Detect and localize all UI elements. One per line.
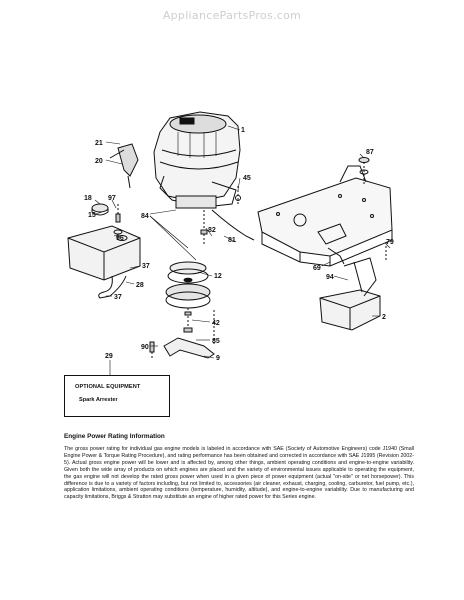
callout-label: 18: [84, 195, 92, 202]
screws: [113, 157, 387, 360]
callout-label: 96: [116, 235, 124, 242]
callout-label: 84: [141, 213, 149, 220]
callout-label: 90: [141, 344, 149, 351]
callout-label: 28: [136, 282, 144, 289]
chassis-frame: [257, 165, 393, 267]
callout-label: 82: [208, 227, 216, 234]
callout-label: 97: [108, 195, 116, 202]
engine-info-body: The gross power rating for individual ga…: [64, 446, 414, 501]
watermark-text: AppliancePartsPros.com: [162, 9, 302, 22]
callout-label: 15: [88, 212, 96, 219]
engine-info-section: Engine Power Rating Information The gros…: [64, 433, 414, 501]
bolt-stack: [183, 308, 193, 333]
leader-lines: [94, 125, 391, 376]
fuel-line: [98, 275, 127, 299]
callout-label: 37: [142, 263, 150, 270]
callout-label: 21: [95, 140, 103, 147]
optional-equipment-title: OPTIONAL EQUIPMENT: [75, 384, 141, 390]
callout-label: 37: [114, 294, 122, 301]
pulley: [165, 261, 211, 309]
callout-label: 20: [95, 158, 103, 165]
muffler: [319, 257, 381, 331]
callout-label: 85: [212, 338, 220, 345]
fuel-tank: [67, 203, 141, 281]
callout-label: 45: [243, 175, 251, 182]
callout-label: 2: [382, 314, 386, 321]
callout-label: 87: [366, 149, 374, 156]
callout-label: 1: [241, 127, 245, 134]
engine-info-title: Engine Power Rating Information: [64, 433, 165, 440]
callout-label: 94: [326, 274, 334, 281]
throttle-control: [109, 143, 139, 189]
callout-label: 12: [214, 273, 222, 280]
callout-label: 81: [228, 237, 236, 244]
optional-equipment-box: OPTIONAL EQUIPMENT Spark Arrester: [64, 375, 170, 417]
callout-label: 69: [313, 265, 321, 272]
callout-label: 79: [386, 239, 394, 246]
optional-equipment-item: Spark Arrester: [79, 397, 118, 403]
callout-label: 29: [105, 353, 113, 360]
bracket: [163, 337, 215, 359]
engine: [153, 111, 241, 209]
callout-label: 9: [216, 355, 220, 362]
callout-label: 42: [212, 320, 220, 327]
